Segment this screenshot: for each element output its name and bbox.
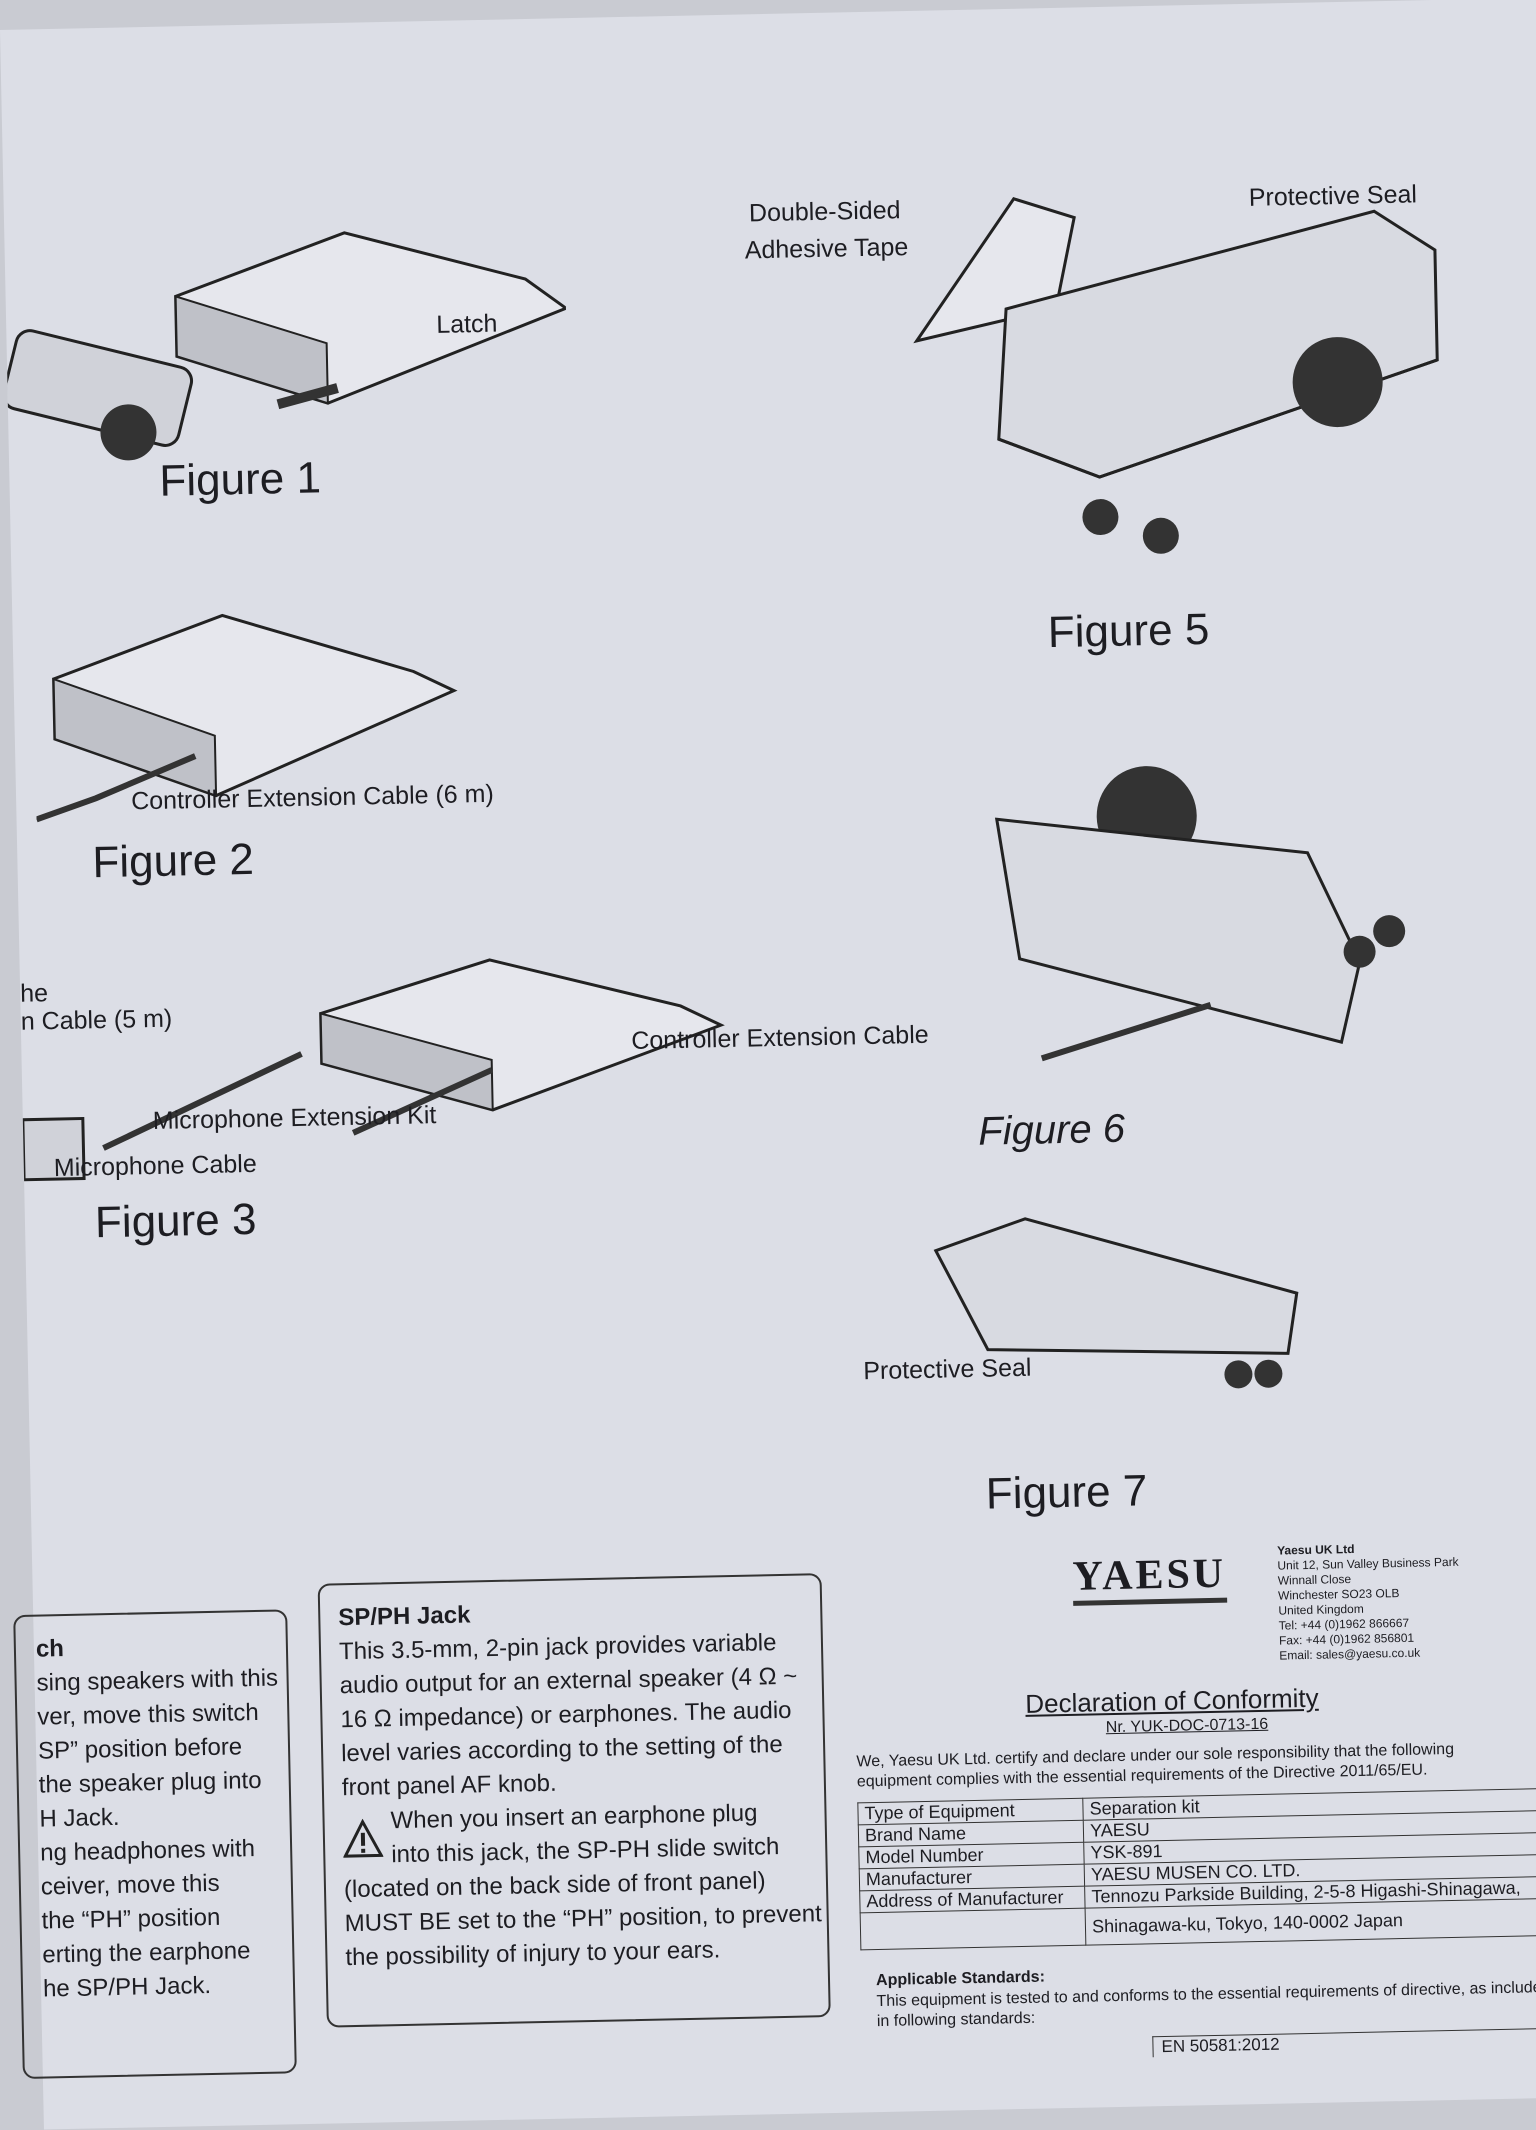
sp-ph-jack-box: SP/PH Jack This 3.5-mm, 2-pin jack provi… — [317, 1573, 831, 2028]
label-latch: Latch — [435, 309, 498, 339]
label-protective-seal-fig7: Protective Seal — [862, 1353, 1032, 1386]
box-line: SP” position before — [37, 1733, 243, 1765]
sp-switch-box: ch sing speakers with this ver, move thi… — [13, 1609, 297, 2079]
figure-6-caption: Figure 6 — [977, 1106, 1126, 1154]
box-line: the “PH” position — [41, 1903, 221, 1935]
figure-2-illustration — [35, 613, 458, 823]
warning-icon — [342, 1818, 384, 1858]
box-line: the speaker plug into — [38, 1766, 262, 1799]
box-line: erting the earphone — [42, 1937, 251, 1969]
label-controller-extension-cable: Controller Extension Cable — [631, 1020, 929, 1055]
box-line: he SP/PH Jack. — [42, 1972, 212, 2003]
figure-7-caption: Figure 7 — [985, 1466, 1148, 1519]
figure-1-illustration — [3, 231, 570, 461]
figure-2-caption: Figure 2 — [91, 834, 255, 888]
yaesu-logo: YAESU — [1072, 1549, 1227, 1606]
label-microphone-extension-kit: Microphone Extension Kit — [152, 1101, 437, 1136]
figure-7-illustration — [933, 1217, 1299, 1389]
figure-1-caption: Figure 1 — [158, 453, 322, 506]
figure-5-caption: Figure 5 — [1047, 604, 1210, 658]
standard-value: EN 50581:2012 — [1152, 2027, 1536, 2058]
declaration-intro: We, Yaesu UK Ltd. certify and declare un… — [856, 1740, 1454, 1793]
label-double-sided: Double-Sided — [748, 196, 901, 228]
figure-6-illustration — [994, 766, 1406, 1062]
figure-5-illustration — [913, 197, 1439, 554]
box-line: ver, move this switch — [37, 1698, 259, 1731]
figure-3-illustration — [21, 958, 725, 1182]
box-line: ng headphones with — [39, 1835, 256, 1867]
box-line: sing speakers with this — [36, 1664, 279, 1697]
sp-switch-title: ch — [35, 1635, 65, 1663]
label-fig3-fragment: he — [19, 979, 49, 1008]
address-line: Email: sales@yaesu.co.uk — [1279, 1645, 1421, 1663]
company-address: Yaesu UK Ltd Unit 12, Sun Valley Busines… — [1277, 1540, 1461, 1664]
figure-3-caption: Figure 3 — [94, 1194, 257, 1248]
declaration-number: Nr. YUK-DOC-0713-16 — [1105, 1715, 1269, 1737]
declaration-title: Declaration of Conformity — [1024, 1682, 1319, 1719]
box-line: H Jack. — [39, 1803, 120, 1833]
box-line: ceiver, move this — [40, 1869, 220, 1901]
label-microphone-cable: Microphone Cable — [53, 1149, 258, 1183]
standards-title: Applicable Standards: — [875, 1968, 1046, 1990]
label-fig3-cable-5m: n Cable (5 m) — [20, 1004, 173, 1036]
row-label — [860, 1908, 1086, 1950]
label-adhesive-tape: Adhesive Tape — [744, 233, 909, 265]
